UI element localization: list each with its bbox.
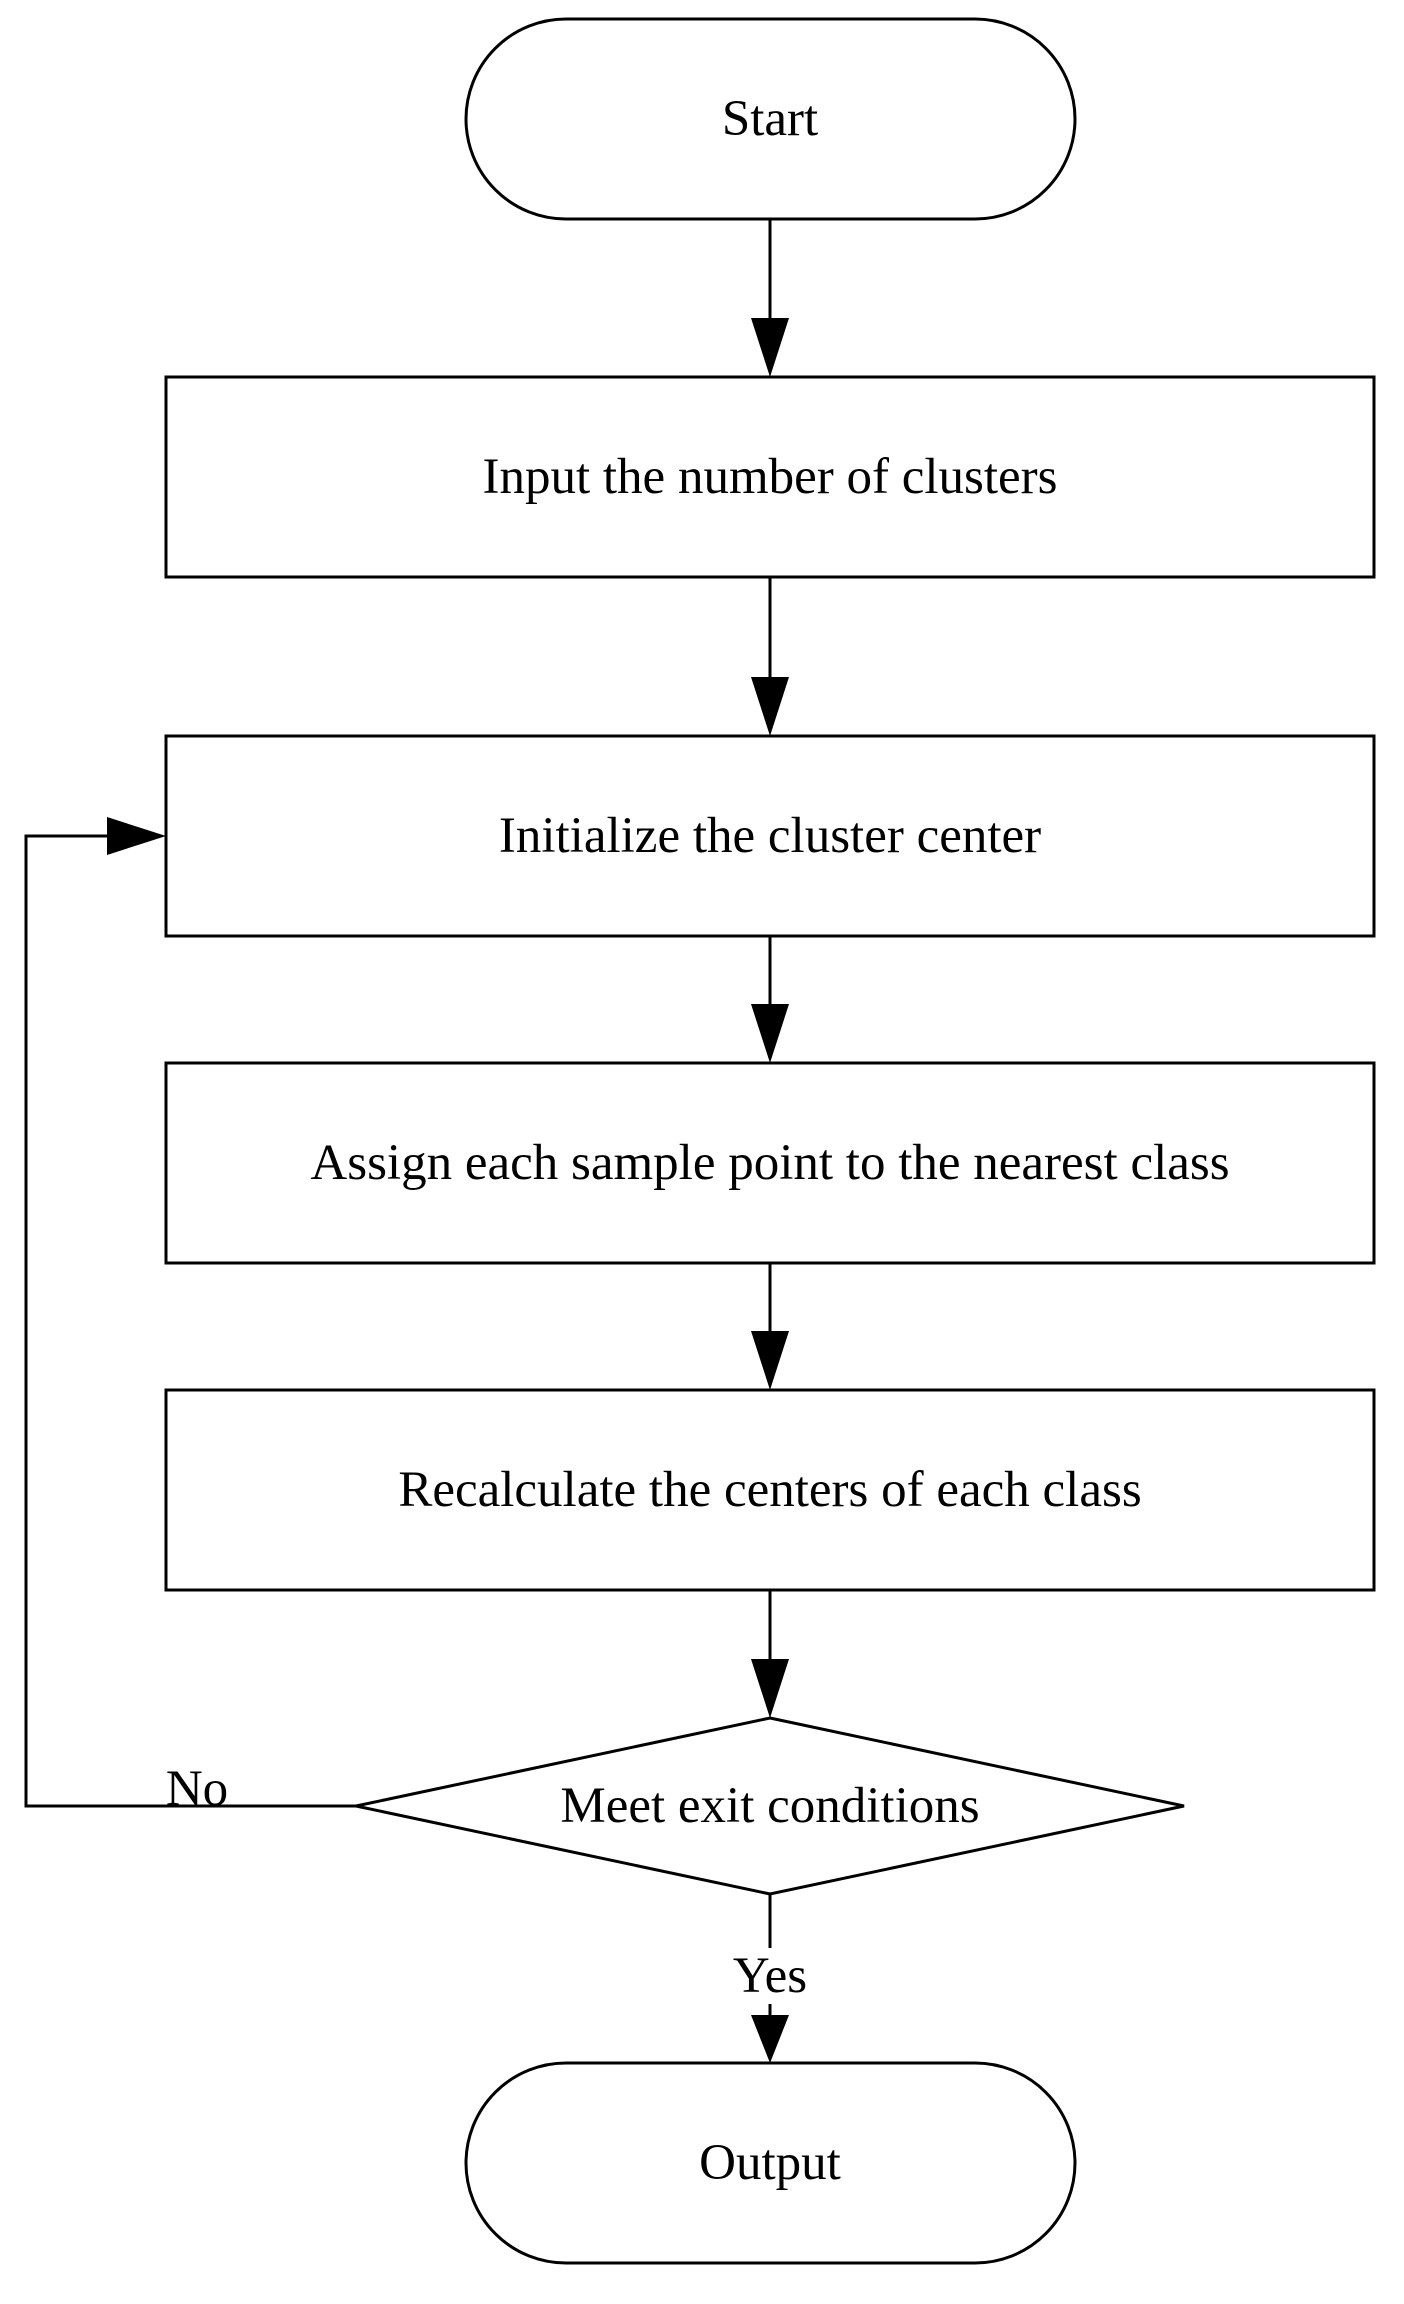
edge-start-to-input xyxy=(751,219,789,377)
no-label-background xyxy=(160,1760,234,1804)
start-label: Start xyxy=(722,91,818,147)
arrowhead xyxy=(751,1331,789,1390)
exit-decision-label: Meet exit conditions xyxy=(560,1778,979,1834)
arrowhead xyxy=(751,1004,789,1063)
edge-init-to-assign xyxy=(751,936,789,1063)
no-edge-label: No xyxy=(166,1761,228,1817)
input-clusters-node: Input the number of clusters xyxy=(164,375,1376,579)
arrowhead xyxy=(751,2015,789,2063)
assign-points-label: Assign each sample point to the nearest … xyxy=(310,1135,1229,1191)
start-node: Start xyxy=(464,17,1077,221)
edge-decision-to-init-loop: No xyxy=(24,817,356,1817)
arrowhead xyxy=(751,1659,789,1718)
arrowhead xyxy=(751,318,789,377)
edge-assign-to-recalc xyxy=(751,1263,789,1390)
arrowhead xyxy=(751,677,789,736)
input-clusters-label: Input the number of clusters xyxy=(482,449,1057,505)
init-center-node: Initialize the cluster center xyxy=(164,734,1376,938)
exit-decision-node: Meet exit conditions xyxy=(355,1716,1185,1896)
edge-recalc-to-decision xyxy=(751,1590,789,1718)
recalculate-centers-node: Recalculate the centers of each class xyxy=(164,1388,1376,1592)
assign-points-node: Assign each sample point to the nearest … xyxy=(164,1061,1376,1265)
edge-input-to-init xyxy=(751,577,789,736)
output-node: Output xyxy=(464,2061,1077,2265)
yes-edge-label: Yes xyxy=(733,1948,807,2004)
edge-decision-to-output: Yes xyxy=(720,1894,820,2063)
yes-label-background xyxy=(720,1948,820,2004)
init-center-label: Initialize the cluster center xyxy=(499,808,1041,864)
arrowhead xyxy=(107,817,166,855)
recalculate-centers-label: Recalculate the centers of each class xyxy=(398,1462,1141,1518)
output-label: Output xyxy=(699,2135,841,2191)
